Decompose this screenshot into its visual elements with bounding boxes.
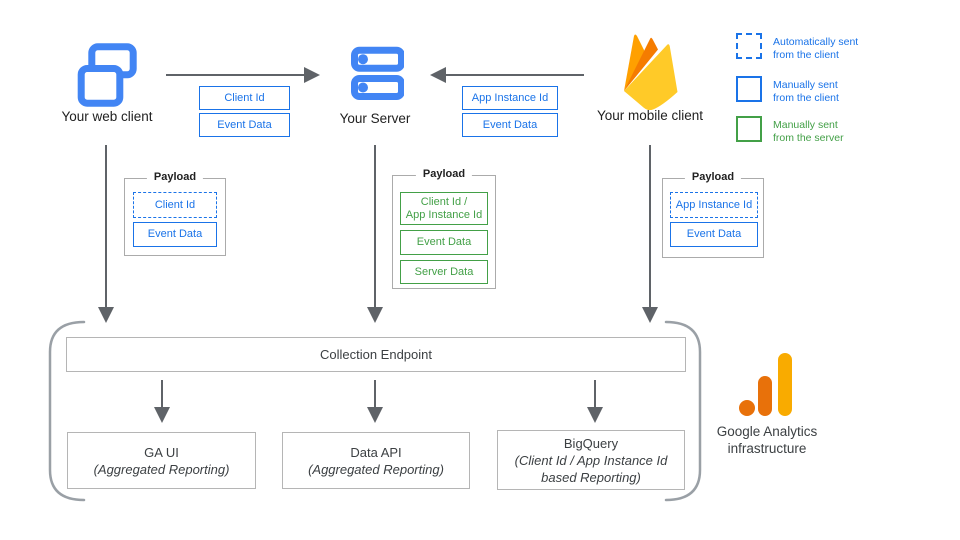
payload-server-title: Payload — [415, 168, 473, 180]
payload-server-ids: Client Id / App Instance Id — [400, 192, 488, 225]
legend-label-manual-server: Manually sent from the server — [773, 119, 844, 144]
payload-mobile: Payload App Instance Id Event Data — [662, 171, 764, 258]
payload-mobile-app-instance-id: App Instance Id — [670, 192, 758, 218]
payload-web-event-data: Event Data — [133, 222, 217, 247]
bigquery-box: BigQuery (Client Id / App Instance Id ba… — [497, 430, 685, 490]
bigquery-title: BigQuery — [563, 435, 619, 451]
payload-server-event-data: Event Data — [400, 230, 488, 255]
payload-mobile-title: Payload — [684, 171, 742, 183]
data-api-title: Data API — [350, 444, 402, 460]
collection-endpoint-box: Collection Endpoint — [66, 337, 686, 372]
collection-endpoint-label: Collection Endpoint — [319, 347, 433, 362]
server-label: Your Server — [339, 111, 411, 126]
tag-event-data-web: Event Data — [199, 113, 290, 137]
tag-event-data-mobile: Event Data — [462, 113, 558, 137]
legend-swatch-manual-server — [736, 116, 762, 142]
payload-web-title: Payload — [146, 171, 204, 183]
legend-label-auto-client: Automatically sent from the client — [773, 36, 859, 61]
tag-app-instance-id: App Instance Id — [462, 86, 558, 110]
payload-server: Payload Client Id / App Instance Id Even… — [392, 168, 496, 289]
ga-ui-box: GA UI (Aggregated Reporting) — [67, 432, 256, 489]
google-analytics-icon-dot — [739, 400, 755, 416]
mobile-client-label: Your mobile client — [596, 108, 704, 123]
ga-infrastructure-caption: Google Analytics infrastructure — [716, 424, 818, 456]
google-analytics-icon-tall-bar — [778, 353, 792, 416]
payload-web-client-id: Client Id — [133, 192, 217, 218]
bracket-right — [664, 320, 702, 502]
payload-mobile-event-data: Event Data — [670, 222, 758, 247]
tag-client-id: Client Id — [199, 86, 290, 110]
payload-server-server-data: Server Data — [400, 260, 488, 284]
legend-label-manual-client: Manually sent from the client — [773, 79, 839, 104]
ga-ui-title: GA UI — [144, 444, 179, 460]
data-api-box: Data API (Aggregated Reporting) — [282, 432, 470, 489]
web-client-icon — [77, 43, 137, 107]
legend-swatch-manual-client — [736, 76, 762, 102]
firebase-icon — [624, 34, 678, 110]
payload-web: Payload Client Id Event Data — [124, 171, 226, 256]
google-analytics-icon-mid-bar — [758, 376, 772, 416]
data-api-subtitle: (Aggregated Reporting) — [308, 461, 444, 477]
web-client-label: Your web client — [61, 109, 153, 124]
bigquery-subtitle: (Client Id / App Instance Id based Repor… — [514, 452, 668, 485]
legend-swatch-auto-client — [736, 33, 762, 59]
ga-ui-subtitle: (Aggregated Reporting) — [93, 461, 230, 477]
server-icon — [351, 46, 404, 100]
bracket-left — [48, 320, 86, 502]
